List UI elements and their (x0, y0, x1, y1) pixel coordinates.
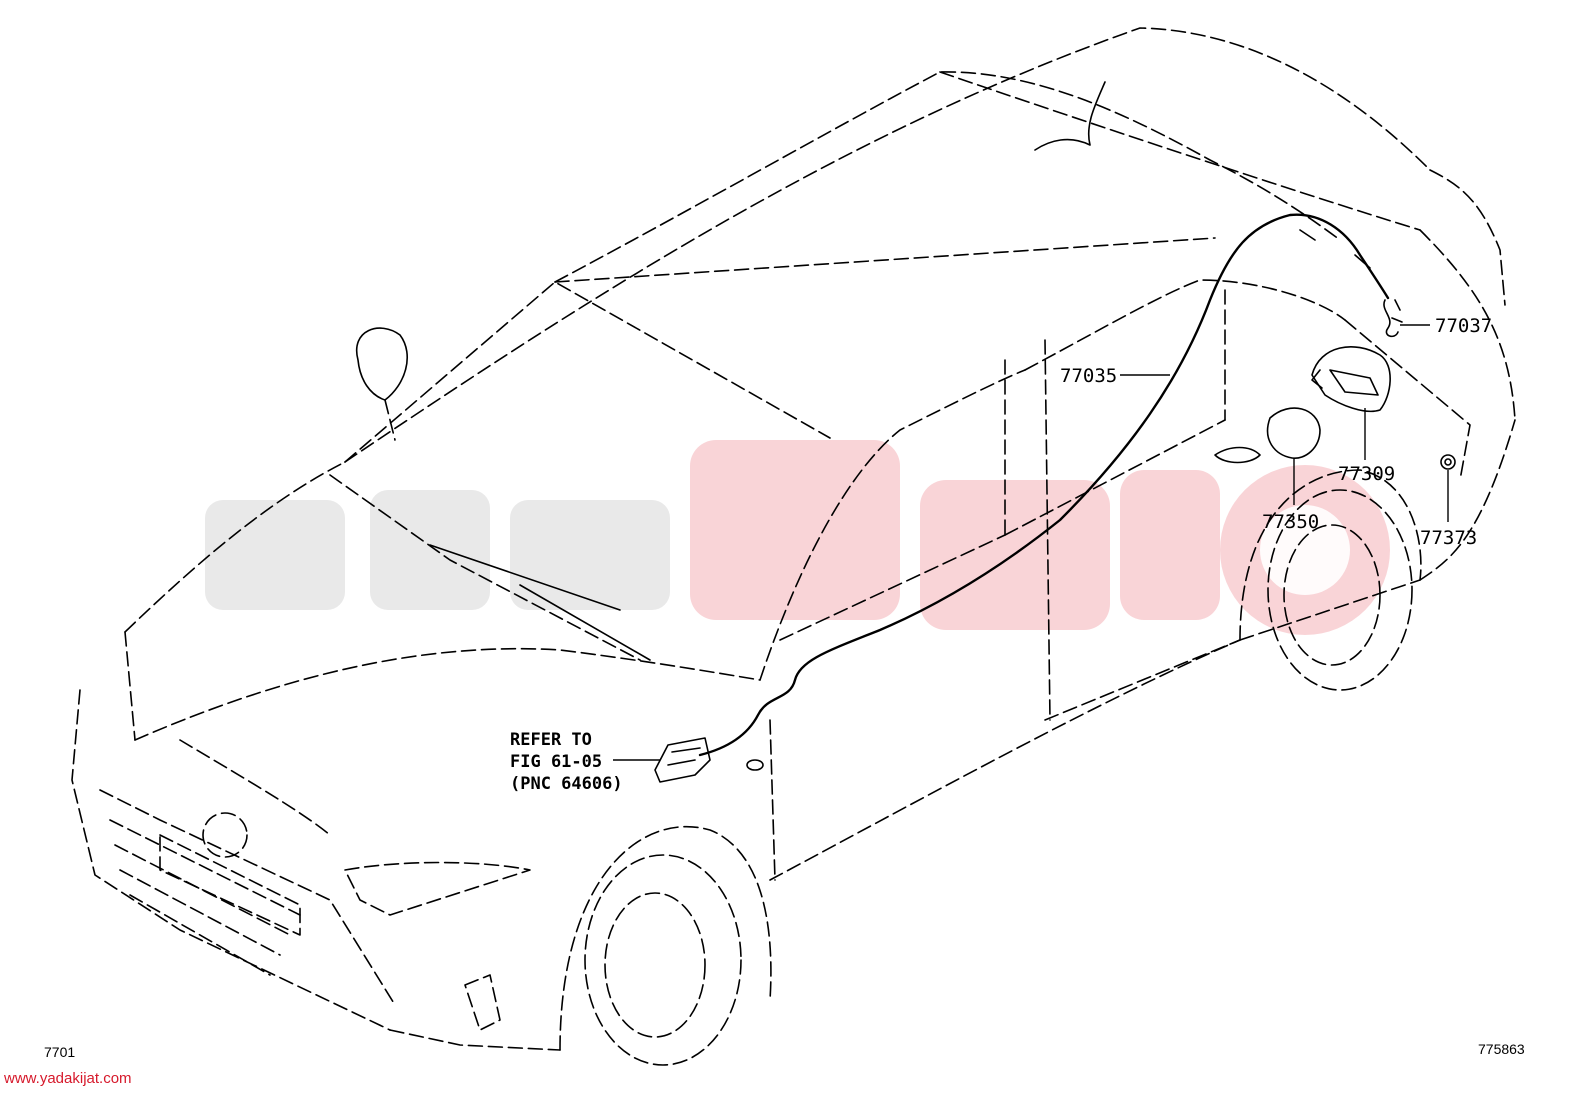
callout-77037: 77037 (1435, 315, 1492, 337)
callout-77035: 77035 (1060, 365, 1117, 387)
callout-77350: 77350 (1262, 511, 1319, 533)
part-77350-fuel-lid (1266, 407, 1321, 459)
refer-note-line1: REFER TO (510, 730, 592, 750)
refer-note-line3: (PNC 64606) (510, 774, 623, 794)
part-77037-retainer (1383, 299, 1403, 338)
part-77373-cushion (1440, 454, 1456, 470)
part-77309-fuel-lid-box (1311, 346, 1391, 413)
refer-note-line2: FIG 61-05 (510, 752, 602, 772)
figure-code: 7701 (44, 1044, 75, 1060)
callout-77373: 77373 (1420, 527, 1477, 549)
callout-labels: 77035 77037 77309 77350 77373 (1060, 315, 1492, 549)
opener-lever (654, 737, 711, 783)
illustration-number: 775863 (1478, 1041, 1525, 1057)
watermark-logo (205, 440, 1390, 635)
callout-77309: 77309 (1338, 463, 1395, 485)
car-outline (71, 27, 1516, 1066)
fuel-lid-release-cable (698, 213, 1390, 757)
refer-note: REFER TO FIG 61-05 (PNC 64606) (510, 730, 623, 794)
website-link[interactable]: www.yadakijat.com (3, 1070, 132, 1087)
leader-lines (613, 324, 1449, 761)
